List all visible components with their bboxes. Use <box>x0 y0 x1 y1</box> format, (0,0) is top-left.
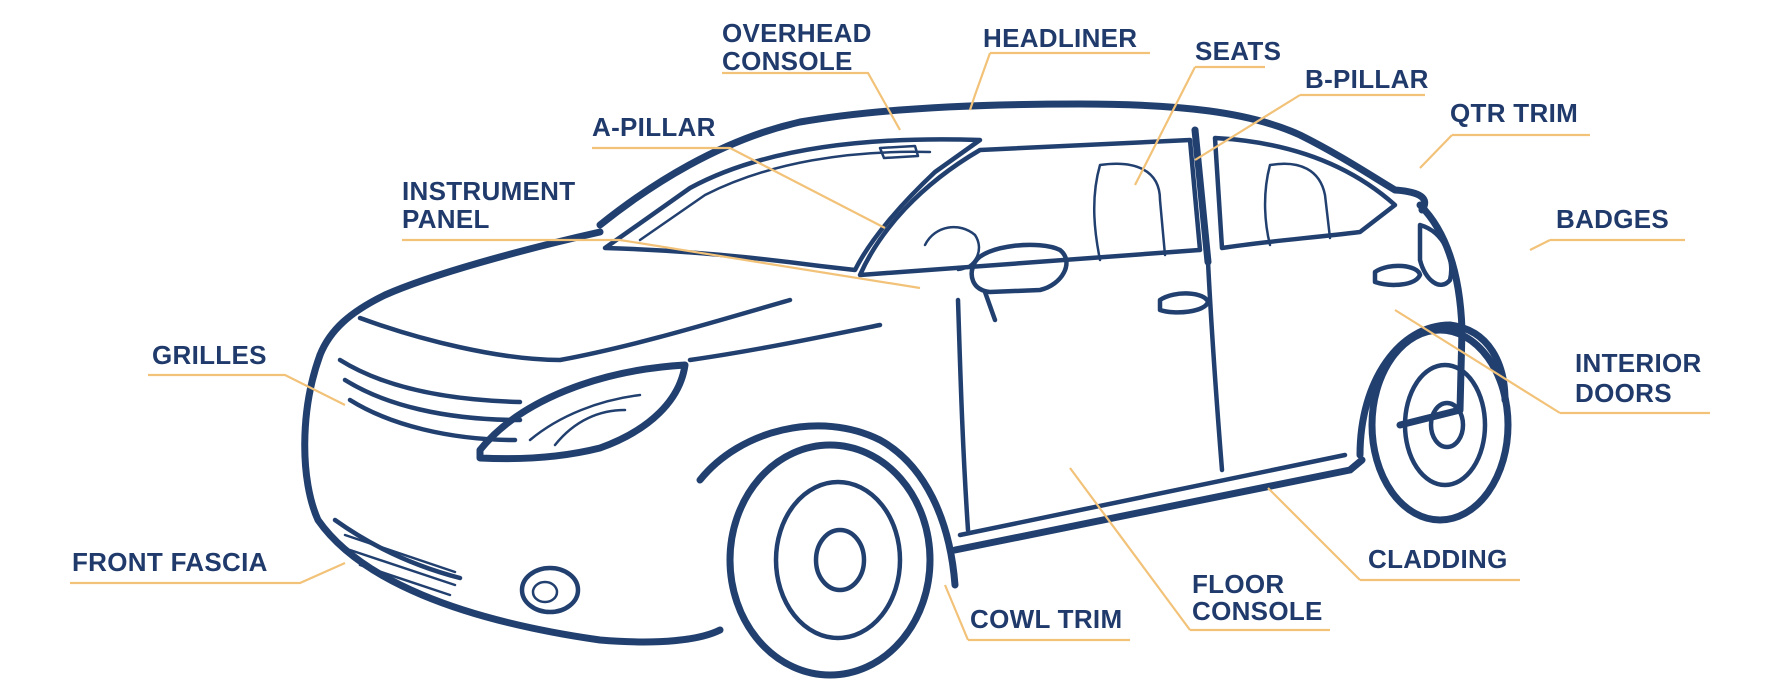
car-hood-crease <box>357 297 793 363</box>
headlight-detail <box>528 393 642 447</box>
fog-light-inner <box>531 580 559 604</box>
label-interior-doors: INTERIOR DOORS <box>1575 348 1709 408</box>
leader-cladding <box>1267 487 1520 582</box>
car-illustration <box>301 100 1512 679</box>
rear-door-handle <box>1372 263 1423 288</box>
leader-overhead-console <box>722 71 901 131</box>
car-hood-outline <box>316 228 604 359</box>
leader-instrument-panel <box>402 238 921 290</box>
b-pillar-shape <box>1191 126 1212 266</box>
front-door-handle <box>1157 291 1211 315</box>
steering-wheel <box>923 225 981 272</box>
leader-b-pillar <box>1194 93 1425 161</box>
callout-labels: OVERHEAD CONSOLE HEADLINER SEATS B-PILLA… <box>72 18 1709 634</box>
grille-upper <box>337 357 523 405</box>
rear-side-window <box>1212 135 1398 251</box>
label-grilles: GRILLES <box>152 340 267 370</box>
leader-badges <box>1529 238 1685 251</box>
label-seats: SEATS <box>1195 36 1281 66</box>
label-floor-console: FLOOR CONSOLE <box>1192 569 1323 626</box>
rear-seat <box>1263 162 1332 247</box>
leader-seats <box>1134 65 1265 186</box>
front-tire <box>726 441 934 679</box>
fog-light <box>519 565 581 615</box>
leader-interior-doors <box>1394 309 1710 415</box>
label-cowl-trim: COWL TRIM <box>970 604 1122 634</box>
rearview-mirror <box>878 144 920 160</box>
front-door-seam <box>955 297 971 533</box>
body-side-lower <box>951 456 1366 554</box>
label-headliner: HEADLINER <box>983 23 1137 53</box>
leader-grilles <box>148 373 346 406</box>
rear-rim <box>1402 362 1488 488</box>
leader-headliner <box>968 51 1150 111</box>
label-qtr-trim: QTR TRIM <box>1450 98 1578 128</box>
front-hub <box>813 527 867 593</box>
rear-wheel-arch <box>1356 321 1509 459</box>
label-cladding: CLADDING <box>1368 544 1508 574</box>
front-seat <box>1092 162 1167 262</box>
front-rim <box>773 479 903 641</box>
label-front-fascia: FRONT FASCIA <box>72 547 268 577</box>
rear-door-seam <box>1205 259 1225 473</box>
label-a-pillar: A-PILLAR <box>592 112 716 142</box>
lower-intake-grid <box>343 533 457 597</box>
rear-tire <box>1368 326 1512 524</box>
lower-intake <box>332 517 463 581</box>
windshield-inner <box>638 150 932 242</box>
front-fender-line <box>687 322 883 363</box>
rocker-panel <box>957 452 1348 538</box>
label-badges: BADGES <box>1556 204 1669 234</box>
rear-hub <box>1428 400 1466 450</box>
headlight <box>476 361 689 463</box>
leader-lines <box>70 51 1710 642</box>
leader-cowl-trim <box>943 584 1130 642</box>
front-side-window <box>857 137 1203 278</box>
label-overhead-console: OVERHEAD CONSOLE <box>722 18 879 76</box>
front-wheel-arch <box>696 422 959 589</box>
windshield <box>602 137 983 273</box>
side-mirror <box>969 242 1069 323</box>
front-bumper-outline <box>301 351 724 646</box>
leader-qtr-trim <box>1419 133 1590 169</box>
leader-front-fascia <box>70 561 346 585</box>
tail-light <box>1417 222 1454 287</box>
leader-floor-console <box>1069 467 1330 632</box>
car-roof-outline <box>596 100 1429 229</box>
label-instrument-panel: INSTRUMENT PANEL <box>402 176 583 234</box>
leader-a-pillar <box>592 146 886 229</box>
label-b-pillar: B-PILLAR <box>1305 64 1429 94</box>
grille-mid <box>342 377 523 423</box>
